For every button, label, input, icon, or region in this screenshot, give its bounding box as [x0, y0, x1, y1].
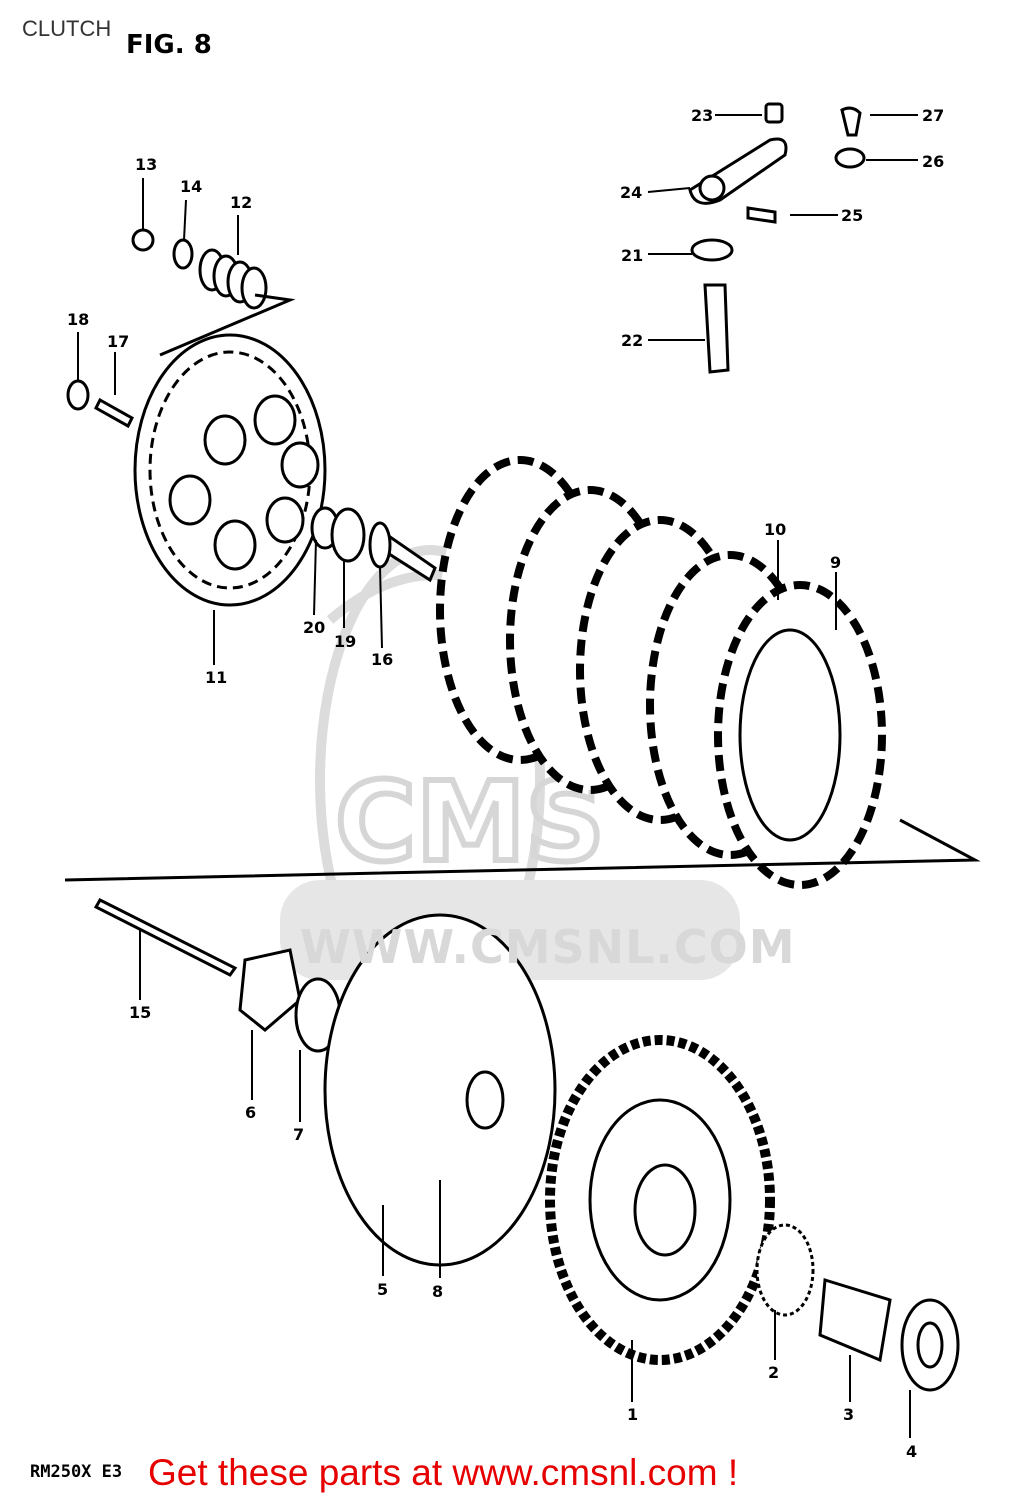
- figure-label: FIG. 8: [126, 30, 212, 60]
- callout-20: 20: [303, 618, 326, 637]
- callout-11: 11: [205, 668, 228, 687]
- watermark-url: WWW.CMSNL.COM: [300, 920, 796, 974]
- callout-9: 9: [830, 553, 842, 572]
- callout-22: 22: [621, 331, 644, 350]
- callout-13: 13: [135, 155, 158, 174]
- callout-18: 18: [67, 310, 90, 329]
- callout-12: 12: [230, 193, 253, 212]
- part-17-screw: [94, 397, 134, 429]
- spring-bolt-group: [66, 228, 268, 429]
- callout-6: 6: [245, 1103, 257, 1122]
- part-3-spacer: [818, 1278, 892, 1363]
- callout-3: 3: [843, 1405, 855, 1424]
- part-15-rod: [93, 898, 238, 977]
- pushrod-group: [310, 506, 437, 583]
- callout-17: 17: [107, 332, 130, 351]
- callout-1: 1: [627, 1405, 639, 1424]
- part-18-nut: [66, 379, 90, 411]
- callout-23: 23: [691, 106, 714, 125]
- part-27-screw: [840, 106, 862, 137]
- cta-link-text[interactable]: Get these parts at www.cmsnl.com !: [148, 1452, 739, 1493]
- part-12-spring: [198, 248, 268, 310]
- release-lever-assembly: [688, 102, 866, 374]
- clutch-exploded-diagram: CMS: [64, 102, 981, 1392]
- part-14-washer: [172, 238, 194, 270]
- part-26-washer: [834, 147, 866, 169]
- callout-10: 10: [764, 520, 787, 539]
- part-6-nut: [238, 948, 302, 1032]
- part-8-spacer: [465, 1070, 505, 1130]
- callout-15: 15: [129, 1003, 152, 1022]
- callout-8: 8: [432, 1282, 444, 1301]
- clutch-plate-stack: [436, 456, 886, 889]
- leader-line-11: [159, 293, 296, 357]
- model-code: RM250X E3: [30, 1462, 123, 1482]
- callout-26: 26: [922, 152, 945, 171]
- part-22-shaft: [703, 283, 730, 374]
- callout-4: 4: [906, 1442, 918, 1461]
- part-23-nut: [764, 102, 784, 124]
- callout-21: 21: [621, 246, 644, 265]
- section-title: CLUTCH: [22, 16, 112, 41]
- lower-clutch-assembly: [93, 898, 960, 1392]
- callout-2: 2: [768, 1363, 780, 1382]
- part-2-needle-bearing: [755, 1223, 815, 1317]
- part-11-pressure-plate: [133, 333, 327, 607]
- callout-5: 5: [377, 1280, 389, 1299]
- callout-7: 7: [293, 1125, 305, 1144]
- callout-leader-lines: [77, 114, 918, 1438]
- part-19-bearing: [330, 507, 366, 563]
- callout-24: 24: [620, 183, 643, 202]
- part-25-bolt: [746, 206, 777, 224]
- part-21-seal: [690, 238, 734, 262]
- callout-25: 25: [841, 206, 864, 225]
- callout-16: 16: [371, 650, 394, 669]
- callout-14: 14: [180, 177, 203, 196]
- assembly-divider-line: [64, 818, 981, 882]
- callout-19: 19: [334, 632, 357, 651]
- callout-27: 27: [922, 106, 945, 125]
